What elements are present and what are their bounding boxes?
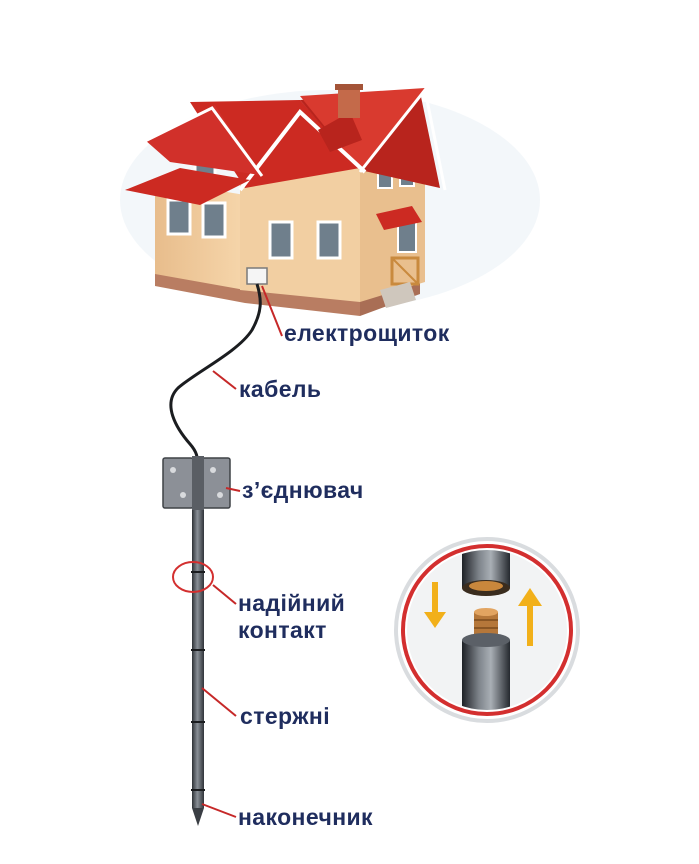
house-illustration xyxy=(120,84,540,316)
label-panel: електрощиток xyxy=(284,320,450,346)
label-rods: стержні xyxy=(240,703,330,729)
contact-highlight-ring xyxy=(172,561,214,593)
label-reliable-contact: надійний контакт xyxy=(238,590,345,644)
cable-wire xyxy=(169,283,262,465)
label-contact-line2: контакт xyxy=(238,617,327,643)
ground-rod xyxy=(191,470,205,808)
leader-lines xyxy=(201,285,283,818)
label-contact-line1: надійний xyxy=(238,590,346,616)
down-arrow-icon xyxy=(424,582,446,628)
rod-tip xyxy=(192,808,204,826)
contact-detail-zoom xyxy=(394,537,580,723)
up-arrow-icon xyxy=(518,588,542,646)
connector-clamp xyxy=(162,456,231,510)
label-connector: з’єднювач xyxy=(242,477,364,503)
label-cable: кабель xyxy=(239,376,322,402)
label-tip: наконечник xyxy=(238,804,373,830)
panel-box-icon xyxy=(246,267,268,285)
